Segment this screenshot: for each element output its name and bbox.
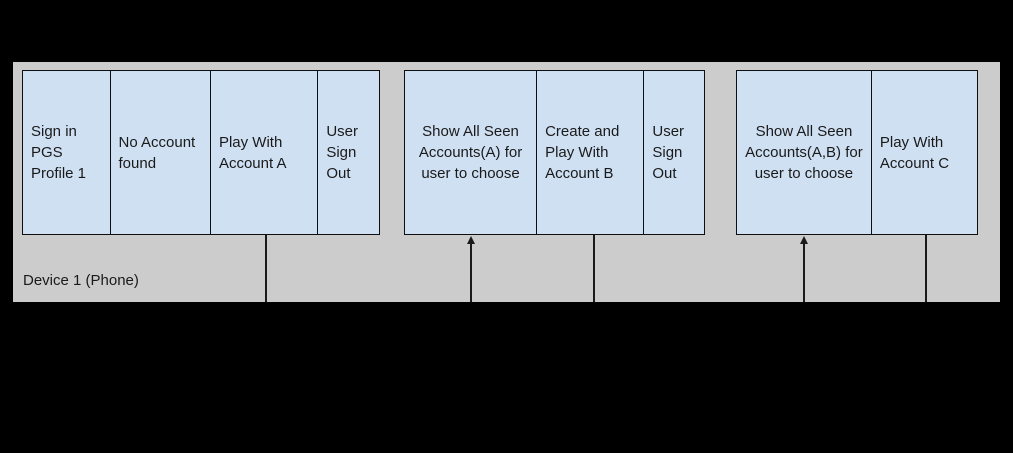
box-label: User Sign Out xyxy=(652,123,685,182)
box-label: Show All Seen Accounts(A) for user to ch… xyxy=(418,123,523,182)
connector-3-line xyxy=(593,235,595,302)
box-user-sign-out-2[interactable]: User Sign Out xyxy=(644,71,705,234)
connector-4-arrow-icon xyxy=(800,236,808,244)
connector-1-line xyxy=(265,235,267,302)
box-label: Create and Play With Account B xyxy=(545,123,620,182)
connector-4-line xyxy=(803,243,805,302)
device-lane-label: Device 1 (Phone) xyxy=(23,272,139,289)
box-sign-in-pgs-profile-1[interactable]: Sign in PGS Profile 1 xyxy=(23,71,111,234)
connector-2-arrow-icon xyxy=(467,236,475,244)
box-show-all-seen-accounts-ab[interactable]: Show All Seen Accounts(A,B) for user to … xyxy=(737,71,872,234)
box-play-with-account-a[interactable]: Play With Account A xyxy=(210,71,319,234)
box-label: Sign in PGS Profile 1 xyxy=(31,123,87,182)
activity-group-3: Show All Seen Accounts(A,B) for user to … xyxy=(736,70,978,235)
box-play-with-account-c[interactable]: Play With Account C xyxy=(871,71,977,234)
connector-2-line xyxy=(470,243,472,302)
connector-5-line xyxy=(925,235,927,302)
box-show-all-seen-accounts-a[interactable]: Show All Seen Accounts(A) for user to ch… xyxy=(405,71,538,234)
box-label: No Account found xyxy=(118,133,196,172)
box-user-sign-out-1[interactable]: User Sign Out xyxy=(318,71,379,234)
activity-group-2: Show All Seen Accounts(A) for user to ch… xyxy=(404,70,705,235)
box-create-and-play-with-account-b[interactable]: Create and Play With Account B xyxy=(537,71,645,234)
activity-group-1: Sign in PGS Profile 1 No Account found P… xyxy=(22,70,380,235)
box-label: Play With Account A xyxy=(218,133,287,172)
box-label: Show All Seen Accounts(A,B) for user to … xyxy=(745,123,863,182)
box-no-account-found[interactable]: No Account found xyxy=(110,71,211,234)
box-label: Play With Account C xyxy=(879,133,950,172)
box-label: User Sign Out xyxy=(326,123,358,182)
